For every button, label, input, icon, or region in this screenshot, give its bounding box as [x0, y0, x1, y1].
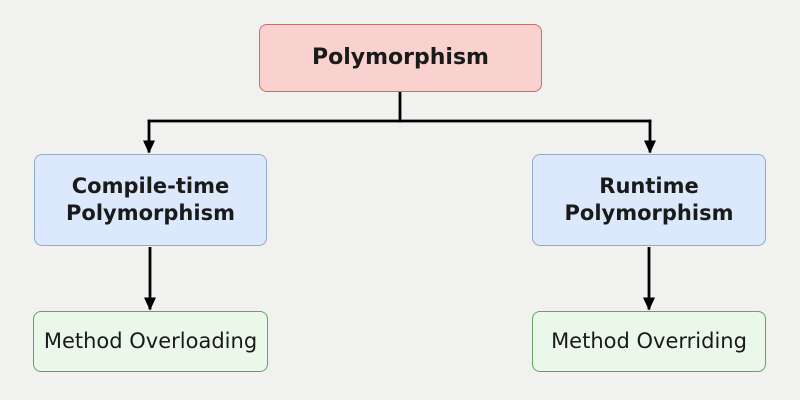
- node-polymorphism: Polymorphism: [259, 24, 542, 92]
- node-compile-time-polymorphism: Compile-time Polymorphism: [34, 154, 267, 246]
- node-runtime-polymorphism: Runtime Polymorphism: [532, 154, 766, 246]
- node-method-overriding: Method Overriding: [532, 311, 766, 372]
- node-method-overloading-label: Method Overloading: [43, 329, 258, 354]
- node-method-overloading: Method Overloading: [33, 311, 268, 372]
- node-compile-time-polymorphism-label: Compile-time Polymorphism: [66, 174, 235, 225]
- node-method-overriding-label: Method Overriding: [551, 329, 747, 354]
- node-polymorphism-label: Polymorphism: [312, 44, 489, 70]
- node-runtime-polymorphism-label: Runtime Polymorphism: [564, 174, 734, 225]
